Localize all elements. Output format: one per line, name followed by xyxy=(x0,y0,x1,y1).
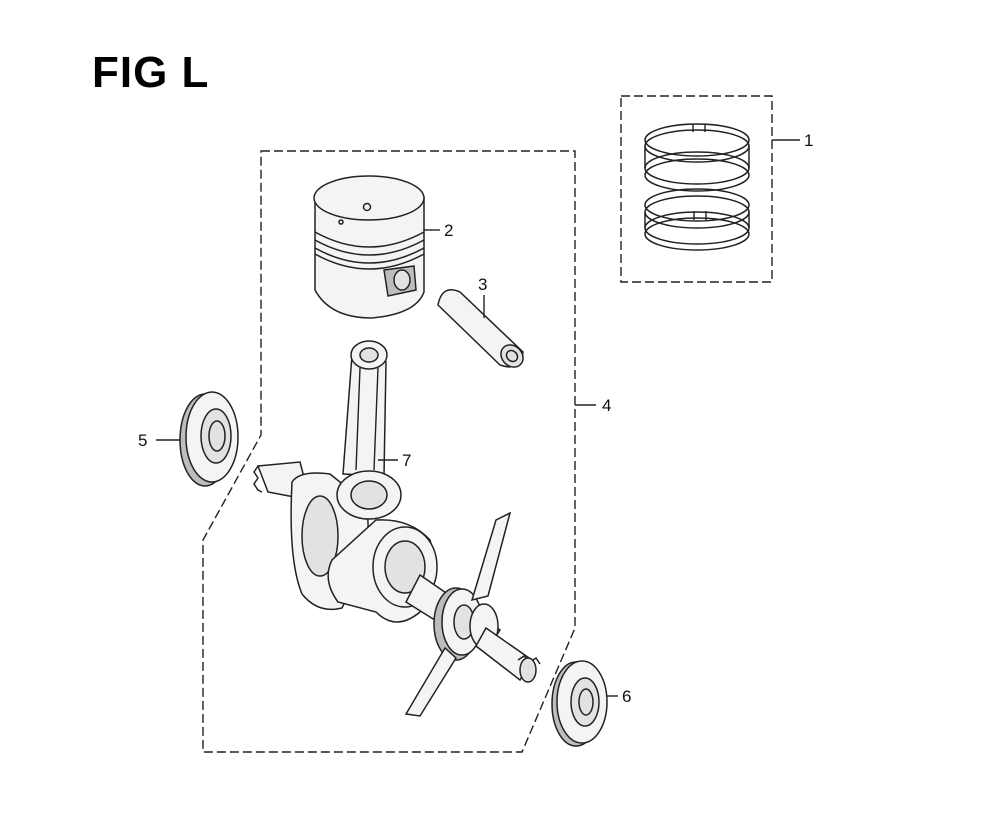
callout-6: 6 xyxy=(622,687,631,706)
crankshaft-assembly-box xyxy=(202,150,576,753)
callout-3: 3 xyxy=(478,275,487,294)
piston xyxy=(313,175,425,319)
crankshaft xyxy=(253,461,541,717)
piston-ring-set xyxy=(644,123,750,251)
callout-1: 1 xyxy=(804,131,813,150)
leader-lines xyxy=(156,139,800,697)
connecting-rod xyxy=(342,340,388,477)
bearing-left xyxy=(179,391,239,487)
piston-pin xyxy=(437,289,524,368)
callout-7: 7 xyxy=(402,451,411,470)
piston-ring-set-box xyxy=(620,95,773,283)
figure-title: FIG L xyxy=(92,48,210,97)
callout-5: 5 xyxy=(138,431,147,450)
callout-4: 4 xyxy=(602,396,611,415)
callout-2: 2 xyxy=(444,221,453,240)
bearing-right xyxy=(551,660,608,747)
